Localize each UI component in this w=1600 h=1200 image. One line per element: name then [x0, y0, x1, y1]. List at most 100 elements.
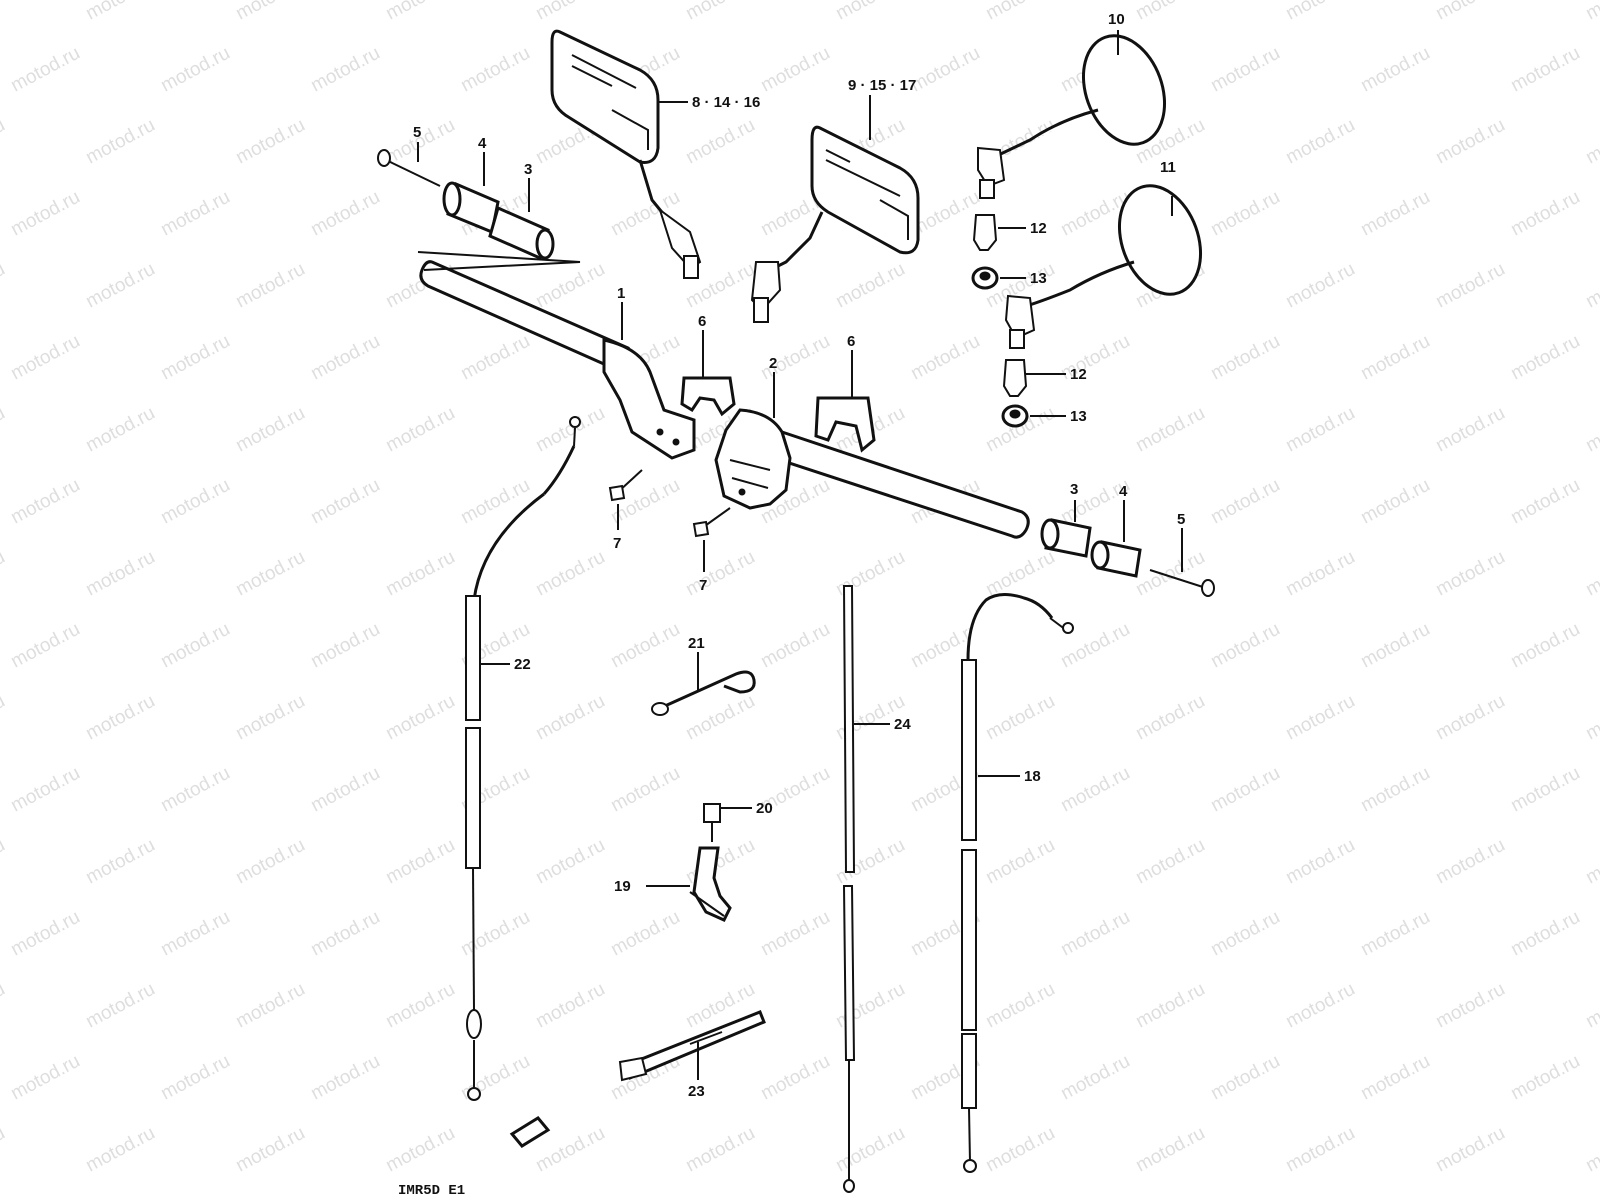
- watermark-text: motod.ru: [607, 907, 683, 961]
- clamp-6-right[interactable]: [814, 396, 876, 453]
- center-rect-mirror[interactable]: [750, 125, 920, 323]
- cable-24[interactable]: [842, 585, 856, 1193]
- watermark-text: motod.ru: [1582, 547, 1600, 601]
- adapter-12-upper[interactable]: [972, 214, 998, 251]
- watermark-text: motod.ru: [1057, 1051, 1133, 1105]
- watermark-text: motod.ru: [382, 979, 458, 1033]
- watermark-text: motod.ru: [82, 691, 158, 745]
- callout-13-lower: 13: [1070, 408, 1087, 425]
- adapter-12-lower[interactable]: [1002, 359, 1028, 397]
- cable-18[interactable]: [961, 593, 1074, 1173]
- watermark-text: motod.ru: [1207, 907, 1283, 961]
- watermark-text: motod.ru: [1582, 0, 1600, 24]
- watermark-text: motod.ru: [532, 979, 608, 1033]
- clamp-6-left[interactable]: [680, 376, 736, 417]
- callout-6-left: 6: [698, 313, 706, 330]
- clip-21[interactable]: [651, 670, 756, 716]
- watermark-text: motod.ru: [1432, 0, 1508, 24]
- callout-7-right: 7: [699, 577, 707, 594]
- watermark-text: motod.ru: [1357, 1051, 1433, 1105]
- watermark-text: motod.ru: [982, 0, 1058, 24]
- watermark-text: motod.ru: [982, 1123, 1058, 1177]
- watermark-text: motod.ru: [532, 259, 608, 313]
- right-grip-set[interactable]: [1040, 518, 1215, 597]
- watermark-text: motod.ru: [1507, 763, 1583, 817]
- watermark-text: motod.ru: [7, 43, 83, 97]
- watermark-text: motod.ru: [1282, 403, 1358, 457]
- watermark-text: motod.ru: [1132, 0, 1208, 24]
- watermark-text: motod.ru: [982, 835, 1058, 889]
- watermark-text: motod.ru: [1582, 1123, 1600, 1177]
- watermark-text: motod.ru: [532, 691, 608, 745]
- watermark-text: motod.ru: [1282, 1123, 1358, 1177]
- watermark-text: motod.ru: [232, 979, 308, 1033]
- leader-lines: [417, 30, 1183, 1080]
- callout-8: 8 · 14 · 16: [692, 94, 760, 111]
- watermark-text: motod.ru: [1357, 475, 1433, 529]
- watermark-text: motod.ru: [0, 403, 9, 457]
- right-handlebar[interactable]: [714, 408, 1030, 539]
- bolt-7-right[interactable]: [692, 507, 731, 538]
- watermark-text: motod.ru: [532, 0, 608, 24]
- watermark-text: motod.ru: [982, 547, 1058, 601]
- round-mirror-lower[interactable]: [1004, 174, 1215, 349]
- watermark-text: motod.ru: [7, 763, 83, 817]
- watermark-text: motod.ru: [307, 907, 383, 961]
- callout-2: 2: [769, 355, 777, 372]
- watermark-text: motod.ru: [1357, 43, 1433, 97]
- watermark-text: motod.ru: [832, 0, 908, 24]
- callout-19: 19: [614, 878, 631, 895]
- callout-3-left: 3: [524, 161, 532, 178]
- watermark-text: motod.ru: [1282, 115, 1358, 169]
- watermark-text: motod.ru: [1582, 979, 1600, 1033]
- watermark-text: motod.ru: [1132, 979, 1208, 1033]
- bracket-19[interactable]: [689, 846, 732, 922]
- watermark-text: motod.ru: [832, 1123, 908, 1177]
- watermark-text: motod.ru: [832, 979, 908, 1033]
- watermark-text: motod.ru: [1357, 187, 1433, 241]
- watermark-text: motod.ru: [682, 115, 758, 169]
- watermark-text: motod.ru: [1507, 1051, 1583, 1105]
- tie-23[interactable]: [618, 1010, 766, 1082]
- watermark-text: motod.ru: [607, 763, 683, 817]
- watermark-text: motod.ru: [157, 331, 233, 385]
- left-rect-mirror[interactable]: [550, 29, 702, 279]
- watermark-text: motod.ru: [682, 835, 758, 889]
- cable-22[interactable]: [465, 416, 581, 1101]
- watermark-text: motod.ru: [1282, 259, 1358, 313]
- watermark-text: motod.ru: [1207, 1051, 1283, 1105]
- watermark-text: motod.ru: [1057, 907, 1133, 961]
- watermark-text: motod.ru: [157, 187, 233, 241]
- watermark-text: motod.ru: [1057, 763, 1133, 817]
- callout-5-right: 5: [1177, 511, 1185, 528]
- watermark-text: motod.ru: [7, 187, 83, 241]
- callout-4-left: 4: [478, 135, 487, 152]
- watermark-text: motod.ru: [1432, 547, 1508, 601]
- small-clip[interactable]: [509, 1116, 551, 1148]
- watermark-text: motod.ru: [382, 115, 458, 169]
- watermark-text: motod.ru: [1132, 691, 1208, 745]
- watermark-text: motod.ru: [1207, 619, 1283, 673]
- round-mirror-upper[interactable]: [977, 24, 1179, 199]
- nut-13-upper[interactable]: [971, 266, 999, 290]
- nut-13-lower[interactable]: [1001, 404, 1029, 428]
- watermark-text: motod.ru: [157, 43, 233, 97]
- watermark-text: motod.ru: [532, 547, 608, 601]
- watermark-text: motod.ru: [82, 403, 158, 457]
- watermark-text: motod.ru: [1207, 331, 1283, 385]
- bolt-7-left[interactable]: [608, 469, 643, 502]
- watermark-text: motod.ru: [82, 979, 158, 1033]
- watermark-text: motod.ru: [1582, 115, 1600, 169]
- left-handlebar[interactable]: [417, 251, 696, 460]
- watermark-text: motod.ru: [0, 547, 9, 601]
- watermark-text: motod.ru: [982, 691, 1058, 745]
- left-grip-set[interactable]: [377, 149, 555, 261]
- callout-12-lower: 12: [1070, 366, 1087, 383]
- bolt-20[interactable]: [703, 803, 721, 842]
- watermark-text: motod.ru: [832, 835, 908, 889]
- watermark-text: motod.ru: [1507, 331, 1583, 385]
- watermark-text: motod.ru: [7, 907, 83, 961]
- callout-9: 9 · 15 · 17: [848, 77, 916, 94]
- watermark-text: motod.ru: [757, 907, 833, 961]
